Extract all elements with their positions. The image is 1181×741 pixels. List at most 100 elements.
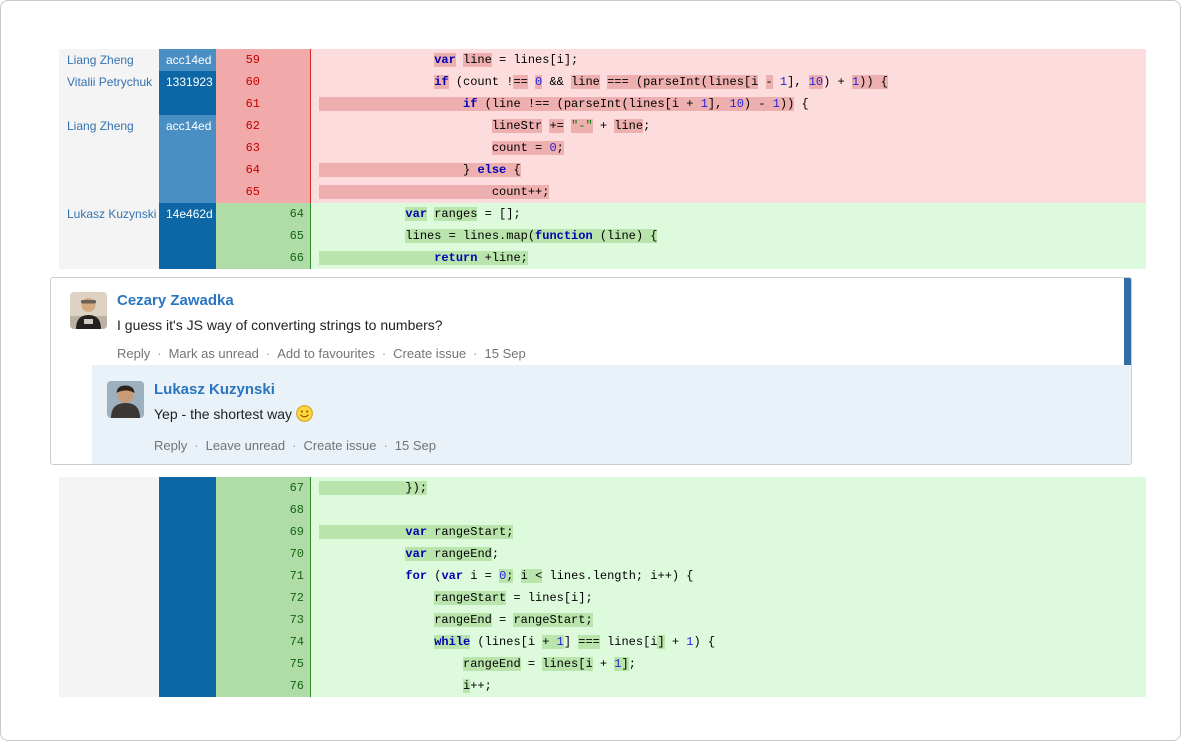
code-segment: {	[794, 97, 809, 111]
code-segment	[319, 613, 434, 627]
action-create-issue[interactable]: Create issue	[303, 438, 377, 453]
commit-hash-cell	[159, 631, 216, 653]
code-segment: });	[319, 481, 428, 495]
line-number-new: 74	[289, 635, 304, 649]
blame-author-cell	[59, 587, 159, 609]
code-segment: ;	[491, 547, 500, 561]
code-segment: = lines[i];	[506, 591, 593, 605]
blame-author-cell	[59, 521, 159, 543]
code-segment	[319, 591, 434, 605]
line-number-old	[216, 675, 263, 697]
action-create-issue[interactable]: Create issue	[393, 346, 467, 361]
line-number-gutter[interactable]: 62	[216, 115, 311, 137]
line-number-old	[216, 477, 263, 499]
separator-dot: ·	[383, 438, 388, 453]
code-segment	[319, 53, 434, 67]
commit-hash-cell	[159, 543, 216, 565]
line-number-gutter[interactable]: 74	[216, 631, 311, 653]
diff-row: 64 } else {	[59, 159, 1146, 181]
avatar[interactable]	[107, 381, 144, 418]
commit-hash-link[interactable]: 14e462d	[159, 203, 216, 225]
code-keyword: for	[405, 569, 428, 583]
line-number-gutter[interactable]: 73	[216, 609, 311, 631]
code-segment	[319, 547, 405, 561]
diff-row: 67 });	[59, 477, 1146, 499]
blame-author-cell	[59, 93, 159, 115]
action-reply[interactable]: Reply	[154, 438, 188, 453]
line-number-new: 75	[289, 657, 304, 671]
comment-body: I guess it's JS way of converting string…	[117, 317, 443, 333]
diff-row: 73 rangeEnd = rangeStart;	[59, 609, 1146, 631]
line-number-gutter[interactable]: 71	[216, 565, 311, 587]
comment-author-link[interactable]: Lukasz Kuzynski	[154, 381, 275, 398]
blame-author-link[interactable]: Liang Zheng	[59, 115, 159, 137]
line-number-gutter[interactable]: 76	[216, 675, 311, 697]
code-segment: lines.length; i++) {	[542, 569, 694, 583]
code-segment: rangeStart;	[434, 525, 514, 539]
code-segment	[319, 141, 492, 155]
action-reply[interactable]: Reply	[117, 346, 151, 361]
line-number-gutter[interactable]: 65	[216, 225, 311, 247]
action-leave-unread[interactable]: Leave unread	[205, 438, 286, 453]
line-number-gutter[interactable]: 59	[216, 49, 311, 71]
commit-hash-link[interactable]: 1331923	[159, 71, 216, 93]
line-number-gutter[interactable]: 75	[216, 653, 311, 675]
code-segment: 0	[549, 141, 557, 155]
commit-hash-cell	[159, 587, 216, 609]
blame-author-link[interactable]: Lukasz Kuzynski	[59, 203, 159, 225]
code-segment: count++;	[319, 185, 550, 199]
code-segment: +	[542, 635, 557, 649]
commit-hash-cell	[159, 159, 216, 181]
blame-author-link[interactable]: Vitalii Petrychuk	[59, 71, 159, 93]
code-keyword: while	[434, 635, 471, 649]
line-number-gutter[interactable]: 64	[216, 159, 311, 181]
comment-date[interactable]: 15 Sep	[394, 438, 436, 453]
line-number-old	[216, 609, 263, 631]
line-number-gutter[interactable]: 72	[216, 587, 311, 609]
code-keyword: function	[535, 229, 593, 243]
code-segment: 0	[535, 75, 543, 89]
code-keyword: if	[463, 97, 478, 111]
line-number-gutter[interactable]: 66	[216, 247, 311, 269]
comment-actions: Reply·Mark as unread·Add to favourites·C…	[117, 346, 1101, 361]
comment-date[interactable]: 15 Sep	[484, 346, 526, 361]
code-segment: +line;	[477, 251, 528, 265]
line-number-gutter[interactable]: 68	[216, 499, 311, 521]
line-number-gutter[interactable]: 69	[216, 521, 311, 543]
avatar[interactable]	[70, 292, 107, 329]
line-number-new	[263, 49, 310, 71]
code-line: while (lines[i + 1] === lines[i] + 1) {	[311, 631, 1146, 653]
comment-thread: Cezary Zawadka I guess it's JS way of co…	[50, 277, 1132, 465]
line-number-gutter[interactable]: 61	[216, 93, 311, 115]
blame-author-cell	[59, 543, 159, 565]
code-segment: line	[571, 75, 600, 89]
line-number-gutter[interactable]: 65	[216, 181, 311, 203]
line-number-gutter[interactable]: 67	[216, 477, 311, 499]
code-segment: i =	[463, 569, 500, 583]
line-number-old: 62	[245, 119, 260, 133]
separator-dot: ·	[473, 346, 478, 361]
commit-hash-link[interactable]: acc14ed	[159, 115, 216, 137]
diff-row: 70 var rangeEnd;	[59, 543, 1146, 565]
code-segment: (line) {	[592, 229, 658, 243]
code-keyword: if	[434, 75, 449, 89]
action-add-to-favourites[interactable]: Add to favourites	[277, 346, 375, 361]
line-number-gutter[interactable]: 60	[216, 71, 311, 93]
line-number-gutter[interactable]: 70	[216, 543, 311, 565]
action-mark-as-unread[interactable]: Mark as unread	[168, 346, 259, 361]
line-number-new	[263, 181, 310, 203]
line-number-gutter[interactable]: 63	[216, 137, 311, 159]
commit-hash-link[interactable]: acc14ed	[159, 49, 216, 71]
code-segment: = lines[i];	[491, 53, 579, 67]
line-number-gutter[interactable]: 64	[216, 203, 311, 225]
code-segment: ===	[578, 635, 600, 649]
blame-author-link[interactable]: Liang Zheng	[59, 49, 159, 71]
code-segment: rangeEnd	[463, 657, 521, 671]
code-line: var ranges = [];	[311, 203, 1146, 225]
code-line: if (line !== (parseInt(lines[i + 1], 10)…	[311, 93, 1146, 115]
diff-row: 61 if (line !== (parseInt(lines[i + 1], …	[59, 93, 1146, 115]
code-segment	[319, 119, 492, 133]
comment-author-link[interactable]: Cezary Zawadka	[117, 292, 234, 309]
